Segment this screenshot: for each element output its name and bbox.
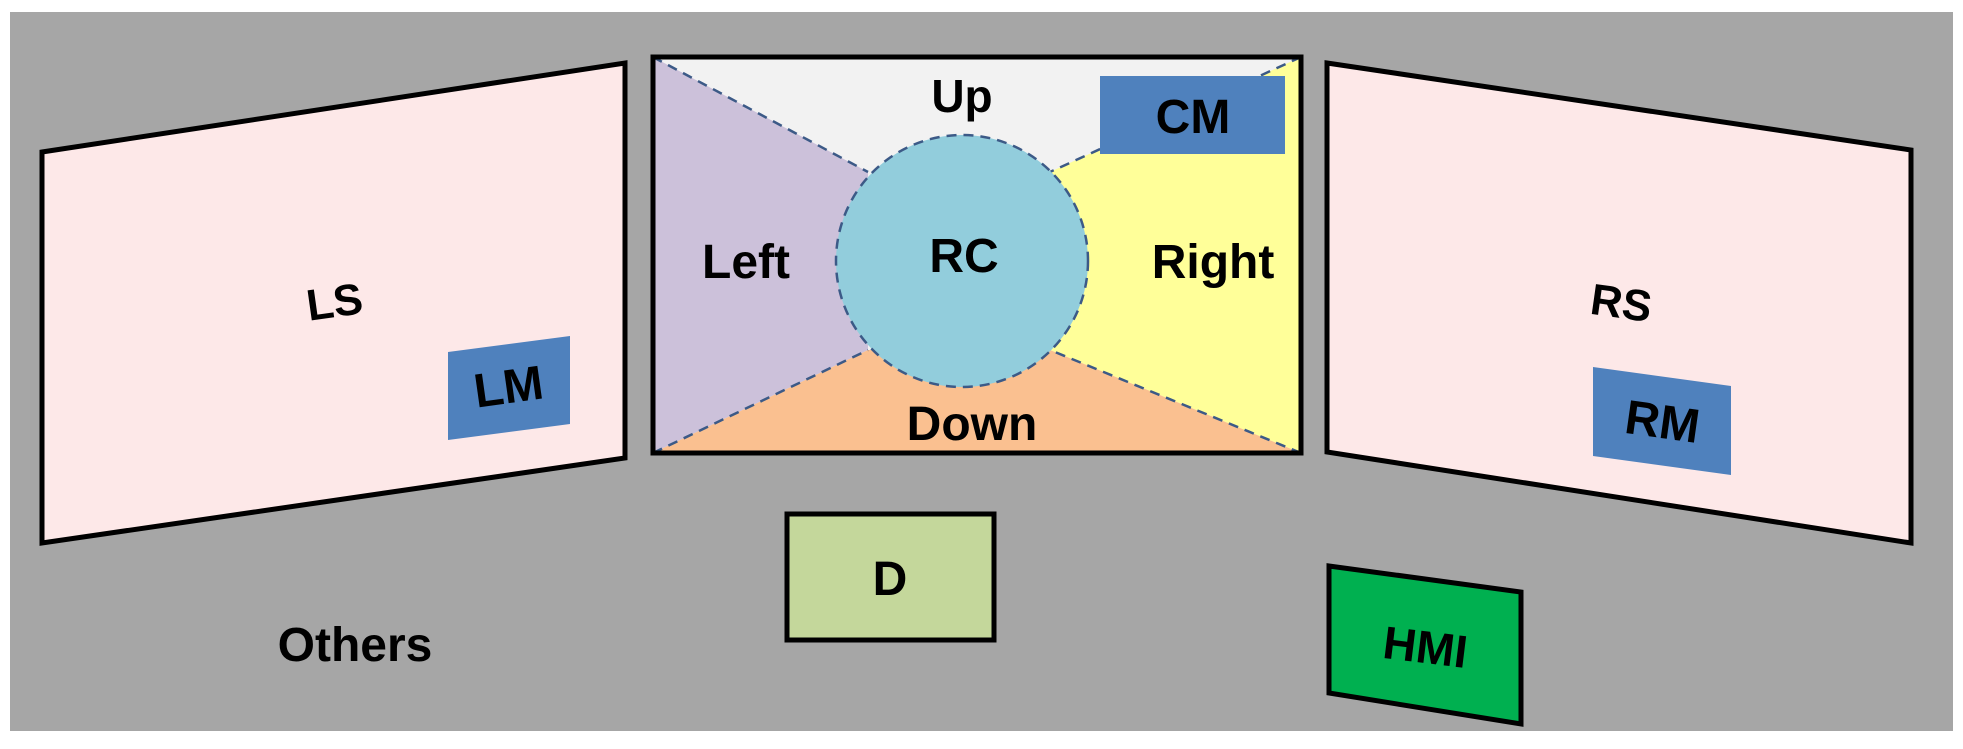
right-region [1050,57,1301,453]
down-label: Down [907,398,1038,451]
center-screen [650,54,1304,456]
dashed-diagonal [652,55,869,174]
up-label: Up [931,70,992,122]
center-mirror [1100,76,1285,154]
right-screen [1324,60,1914,546]
left-label: Left [702,236,790,289]
road-center-circle [834,133,1090,389]
dashed-diagonal [1049,348,1302,455]
left-mirror [448,336,570,440]
left-mirror-label: LM [471,356,547,418]
dashboard-label: D [873,553,908,606]
hmi-label: HMI [1380,616,1470,678]
others-label: Others [278,619,433,672]
dashboard [784,511,997,643]
right-screen-label: RS [1588,275,1655,332]
left-region [653,57,868,453]
right-label: Right [1152,236,1275,289]
center-mirror-label: CM [1156,91,1231,144]
hmi-screen [1326,563,1524,727]
right-mirror [1593,367,1731,475]
dashed-diagonal [652,348,869,455]
right-mirror-label: RM [1622,391,1703,454]
center-screen-border [650,54,1304,456]
left-screen-label: LS [303,274,366,330]
road-center-label: RC [929,230,998,283]
